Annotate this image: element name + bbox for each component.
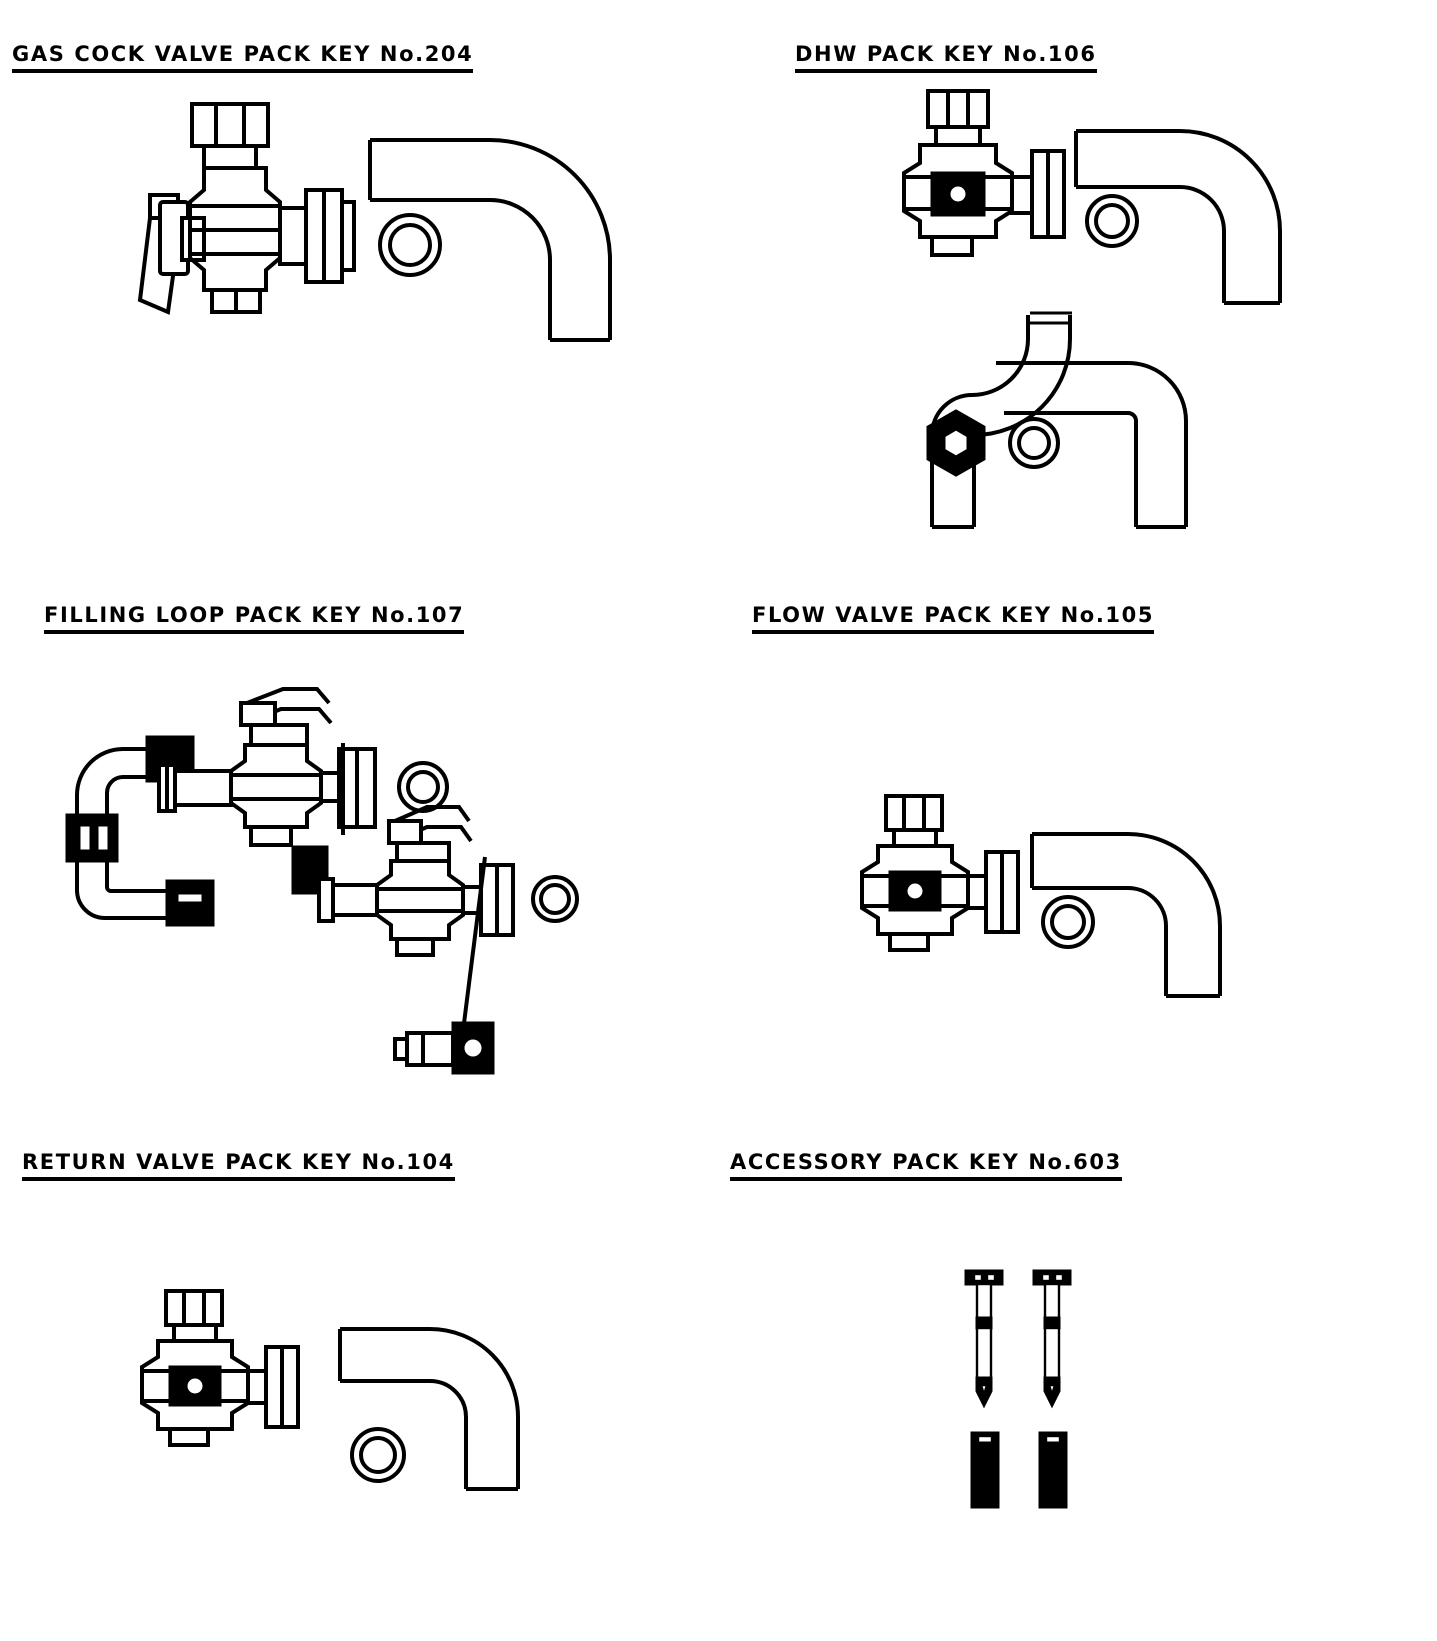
panel-title-filling-loop-pack: FILLING LOOP PACK KEY No.107 xyxy=(44,603,465,634)
flow-valve-artwork xyxy=(860,790,1222,1020)
return-valve-artwork xyxy=(140,1285,520,1515)
accessory-fixings-artwork xyxy=(960,1265,1090,1515)
panel-title-dhw-pack: DHW PACK KEY No.106 xyxy=(795,42,1097,73)
panel-title-accessory-pack: ACCESSORY PACK KEY No.603 xyxy=(730,1150,1122,1181)
panel-title-gas-cock-valve-pack: GAS COCK VALVE PACK KEY No.204 xyxy=(12,42,474,73)
panel-title-flow-valve-pack: FLOW VALVE PACK KEY No.105 xyxy=(752,603,1155,634)
gas-cock-valve-artwork xyxy=(120,90,612,350)
dhw-offset-pipe-artwork xyxy=(900,305,1260,545)
dhw-valve-artwork xyxy=(880,85,1282,325)
filling-loop-artwork xyxy=(55,675,579,1095)
panel-title-return-valve-pack: RETURN VALVE PACK KEY No.104 xyxy=(22,1150,455,1181)
